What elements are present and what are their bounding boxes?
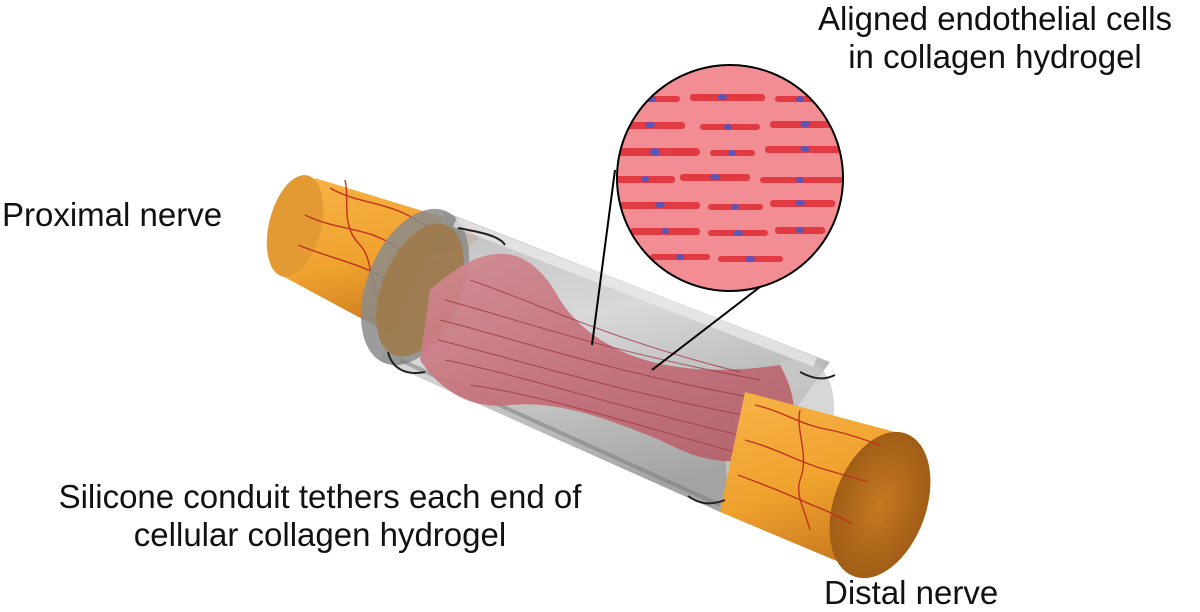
hydrogel-fibers <box>437 279 769 453</box>
distal-nerve <box>720 392 931 579</box>
collagen-hydrogel <box>420 253 794 462</box>
distal-nerve-label: Distal nerve <box>824 574 999 611</box>
inset-label-line1: Aligned endothelial cells <box>817 0 1173 37</box>
sutures <box>387 227 836 505</box>
silicone-label-line1: Silicone conduit tethers each end of <box>58 478 582 515</box>
magnified-inset <box>616 64 844 292</box>
inset-label-line2: in collagen hydrogel <box>848 38 1142 75</box>
inset-label: Aligned endothelial cells in collagen hy… <box>790 0 1200 76</box>
silicone-conduit-label: Silicone conduit tethers each end of cel… <box>0 478 640 554</box>
proximal-nerve-label: Proximal nerve <box>2 196 223 233</box>
silicone-label-line2: cellular collagen hydrogel <box>133 516 507 553</box>
distal-nerve-fibers <box>737 404 881 531</box>
cell-nuclei <box>641 94 810 262</box>
